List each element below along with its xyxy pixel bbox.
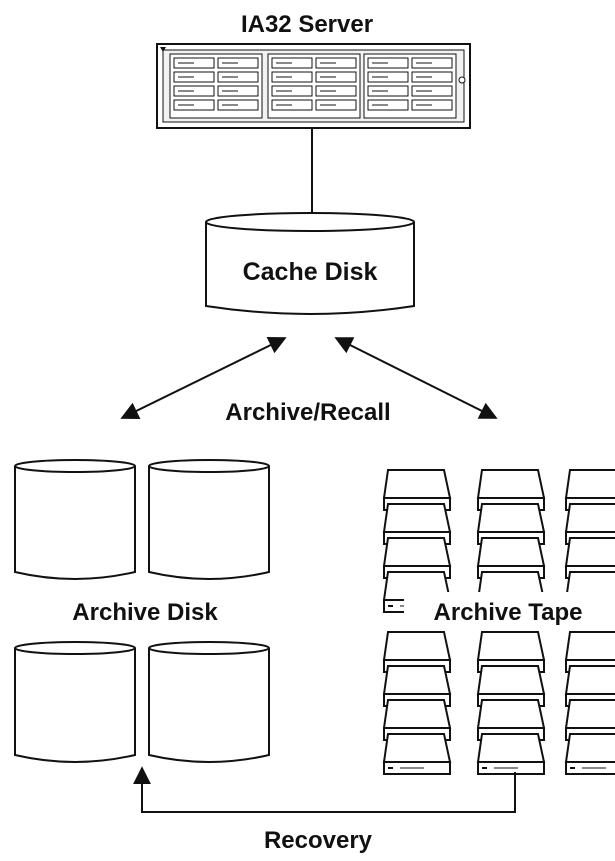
tape-cartridge-icon: [564, 733, 615, 775]
disk-cylinder-icon: [148, 459, 270, 580]
archive-disk-group: [14, 459, 270, 763]
drive-bay: [169, 53, 263, 119]
disk-cylinder-icon: [205, 222, 415, 315]
archive-recall-label: Archive/Recall: [225, 399, 390, 426]
server-label: IA32 Server: [241, 11, 373, 38]
disk-cylinder-icon: [14, 459, 136, 580]
cache-disk-label: Cache Disk: [243, 258, 378, 286]
recall-arrow-left: [120, 337, 287, 419]
archive-tape-label-backdrop: [404, 592, 615, 630]
drive-bay: [363, 53, 457, 119]
recovery-label: Recovery: [264, 827, 373, 854]
drive-bay: [267, 53, 361, 119]
archive-disk-label: Archive Disk: [72, 599, 218, 626]
status-led-icon: [160, 47, 166, 52]
cache-disk: Cache Disk: [205, 212, 415, 315]
archive-tape-group: [382, 469, 615, 775]
tape-cartridge-icon: [382, 733, 452, 775]
tape-cartridge-icon: [476, 733, 546, 775]
power-button-icon: [458, 76, 466, 84]
recall-arrow-right: [334, 337, 498, 419]
disk-cylinder-icon: [14, 641, 136, 763]
recovery-arrow: [133, 766, 516, 813]
archive-tape-label: Archive Tape: [434, 599, 583, 626]
disk-cylinder-icon: [148, 641, 270, 763]
rack-server-icon: [156, 43, 471, 129]
